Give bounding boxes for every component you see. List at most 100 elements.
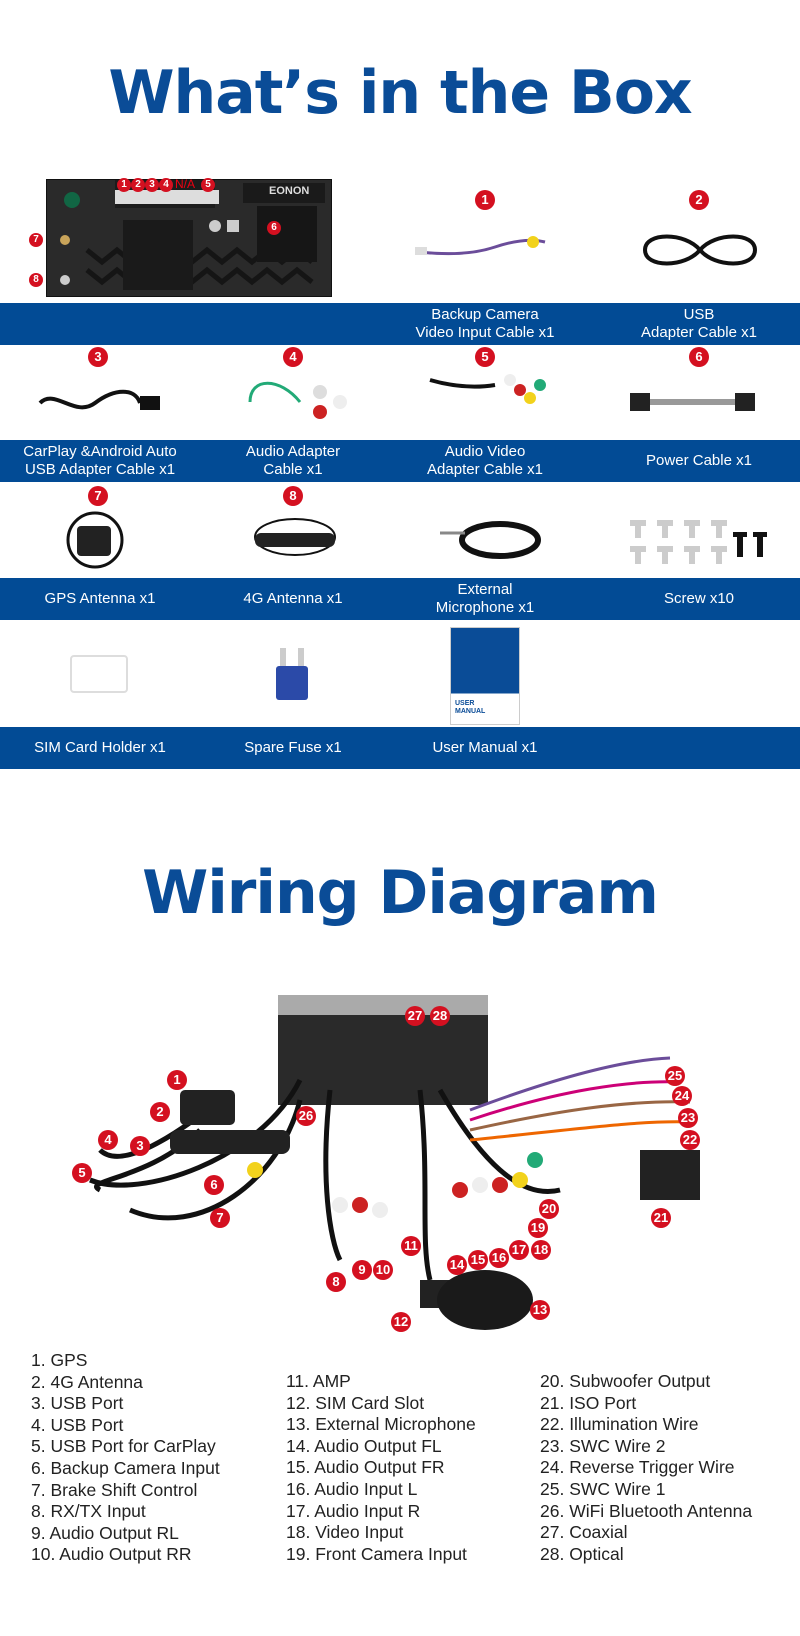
legend-item: 19. Front Camera Input [286,1543,467,1564]
legend-item: 25. SWC Wire 1 [540,1478,666,1499]
legend-item: 21. ISO Port [540,1392,637,1413]
item-label-usb-adapter-cable: USB Adapter Cable x1 [641,306,757,341]
wiring-callout-9: 9 [352,1260,372,1280]
user-manual-cover-text: USER MANUAL [455,700,486,715]
unit-callout-2: 2 [131,178,145,192]
item-number-2: 2 [689,190,709,210]
item-label-spare-fuse: Spare Fuse x1 [244,739,342,756]
wiring-callout-13: 13 [530,1300,550,1320]
item-band-4: SIM Card Holder x1 Spare Fuse x1 User Ma… [0,727,800,769]
unit-callout-na: N/A [175,177,196,191]
wiring-callout-7: 7 [210,1208,230,1228]
item-band-2: CarPlay &Android Auto USB Adapter Cable … [0,440,800,482]
legend-item: 28. Optical [540,1543,624,1564]
wiring-callout-5: 5 [72,1163,92,1183]
unit-callout-3: 3 [145,178,159,192]
box-title: What’s in the Box [108,58,692,128]
audio-video-adapter-cable-image [429,374,546,404]
wiring-callout-18: 18 [531,1240,551,1260]
item-band-1: Backup Camera Video Input Cable x1 USB A… [0,303,800,345]
item-number-7: 7 [88,486,108,506]
wiring-callout-2: 2 [150,1102,170,1122]
unit-callout-7: 7 [29,233,43,247]
legend-item: 27. Coaxial [540,1522,628,1543]
item-number-1: 1 [475,190,495,210]
wiring-callout-8: 8 [326,1272,346,1292]
legend-item: 11. AMP [286,1371,351,1391]
wiring-title: Wiring Diagram [142,858,659,928]
wiring-callout-3: 3 [130,1136,150,1156]
legend-item: 6. Backup Camera Input [31,1457,220,1478]
legend-item: 22. Illumination Wire [540,1414,699,1435]
item-number-6: 6 [689,347,709,367]
4g-antenna-image [254,518,336,556]
user-manual-image: USER MANUAL [450,627,520,725]
wiring-callout-27: 27 [405,1006,425,1026]
brand-label: EONON [269,185,310,197]
carplay-usb-cable-image [38,389,160,410]
wiring-callout-17: 17 [509,1240,529,1260]
legend-item: 10. Audio Output RR [31,1544,192,1565]
wiring-callout-28: 28 [430,1006,450,1026]
legend-item: 7. Brake Shift Control [31,1479,198,1500]
legend-item: 15. Audio Output FR [286,1457,445,1478]
legend-item: 14. Audio Output FL [286,1435,442,1456]
wiring-callout-4: 4 [98,1130,118,1150]
item-band-3: GPS Antenna x1 4G Antenna x1 External Mi… [0,578,800,620]
legend-item: 18. Video Input [286,1522,404,1543]
legend-item: 2. 4G Antenna [31,1371,143,1392]
wiring-callout-16: 16 [489,1248,509,1268]
wiring-callout-24: 24 [672,1086,692,1106]
wiring-callout-25: 25 [665,1066,685,1086]
item-label-external-microphone: External Microphone x1 [435,581,535,616]
item-label-carplay-cable: CarPlay &Android Auto USB Adapter Cable … [23,443,177,478]
legend-item: 16. Audio Input L [286,1478,418,1499]
legend-item: 5. USB Port for CarPlay [31,1436,216,1457]
item-label-4g-antenna: 4G Antenna x1 [243,590,343,607]
legend-item: 3. USB Port [31,1393,124,1414]
legend-item: 12. SIM Card Slot [286,1392,425,1413]
wiring-callout-26: 26 [296,1106,316,1126]
legend-item: 13. External Microphone [286,1414,476,1435]
legend-item: 20. Subwoofer Output [540,1371,711,1391]
gps-antenna-image [66,511,124,569]
wiring-callout-11: 11 [401,1236,421,1256]
wiring-callout-15: 15 [468,1250,488,1270]
spare-fuse-image [276,648,308,700]
wiring-callout-10: 10 [373,1260,393,1280]
item-number-4: 4 [283,347,303,367]
item-number-5: 5 [475,347,495,367]
wiring-callout-22: 22 [680,1130,700,1150]
item-label-user-manual: User Manual x1 [432,739,538,756]
wiring-callout-12: 12 [391,1312,411,1332]
legend-item: 23. SWC Wire 2 [540,1435,666,1456]
item-label-gps-antenna: GPS Antenna x1 [44,590,156,607]
wiring-callout-19: 19 [528,1218,548,1238]
legend-item: 8. RX/TX Input [31,1501,146,1522]
screws-image [630,520,767,564]
wiring-callout-1: 1 [167,1070,187,1090]
wiring-callout-20: 20 [539,1199,559,1219]
usb-adapter-cable-image [642,234,758,266]
audio-adapter-cable-image [248,381,347,419]
head-unit-rear-image: EONON 1 2 3 4 N/A 5 6 7 8 [29,177,332,297]
unit-callout-4: 4 [159,178,173,192]
item-label-sim-card-holder: SIM Card Holder x1 [34,739,166,756]
unit-callout-6: 6 [267,221,281,235]
wiring-callout-14: 14 [447,1255,467,1275]
legend-item: 1. GPS [31,1350,88,1370]
vent-pattern [60,180,325,290]
legend-item: 24. Reverse Trigger Wire [540,1457,735,1478]
legend-item: 26. WiFi Bluetooth Antenna [540,1500,753,1521]
item-label-backup-camera-cable: Backup Camera Video Input Cable x1 [415,306,555,341]
unit-callout-8: 8 [29,273,43,287]
item-number-3: 3 [88,347,108,367]
item-label-av-adapter-cable: Audio Video Adapter Cable x1 [427,443,543,478]
unit-callout-5: 5 [201,178,215,192]
legend-item: 9. Audio Output RL [31,1522,179,1543]
sim-card-holder-image [70,655,128,693]
legend-item: 4. USB Port [31,1414,124,1435]
